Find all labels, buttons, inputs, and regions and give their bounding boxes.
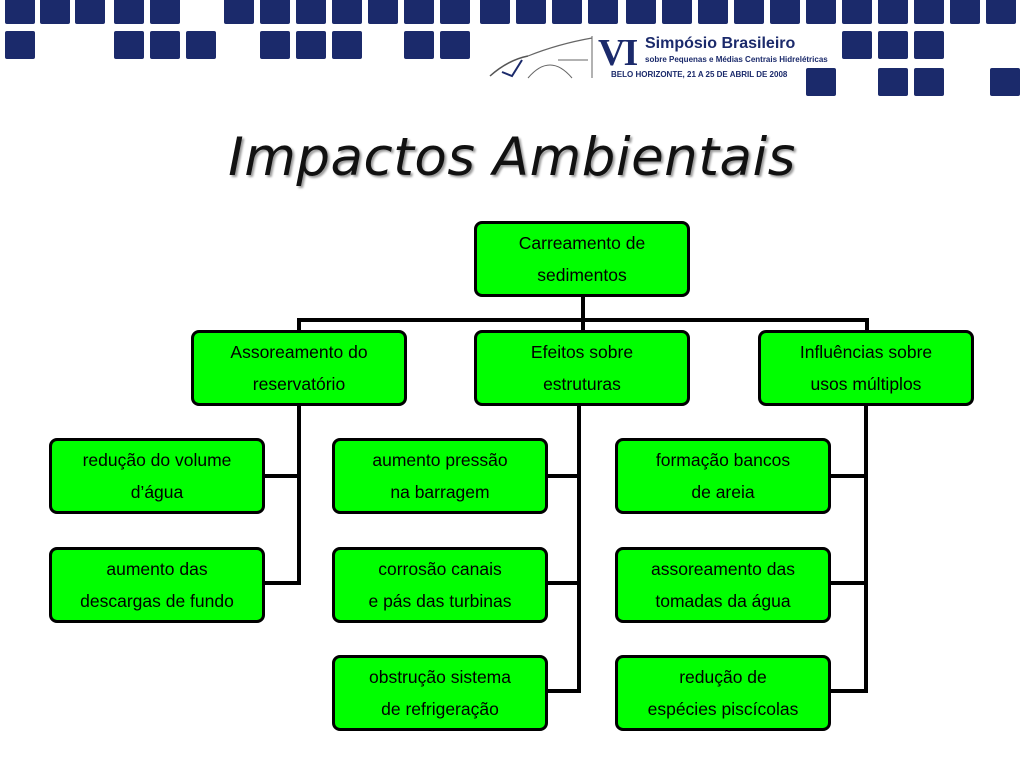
node-label-line: reservatório (252, 374, 346, 394)
decor-square (626, 0, 656, 24)
node-label-line: Assoreamento do (230, 342, 368, 362)
decor-square (40, 0, 70, 24)
node-label-line: tomadas da água (655, 591, 791, 611)
decor-square (440, 31, 470, 59)
node-root: Carreamento de sedimentos (474, 221, 690, 297)
node-label-line: descargas de fundo (80, 591, 234, 611)
node-label-line: Influências sobre (799, 342, 933, 362)
node-branch-efeitos: Efeitos sobre estruturas (474, 330, 690, 406)
node-branch-assoreamento: Assoreamento do reservatório (191, 330, 407, 406)
node-label-line: e pás das turbinas (368, 591, 512, 611)
event-logo: VI Simpósio Brasileiro sobre Pequenas e … (488, 30, 828, 82)
decor-square (332, 31, 362, 59)
header-decoration (0, 0, 1024, 110)
decor-square (842, 31, 872, 59)
decor-square (186, 31, 216, 59)
node-label-line: obstrução sistema (368, 667, 511, 687)
decor-square (588, 0, 618, 24)
node-label-line: aumento pressão (372, 450, 508, 470)
decor-square (770, 0, 800, 24)
decor-square (806, 0, 836, 24)
node-label-line: usos múltiplos (810, 374, 922, 394)
logo-roman-numeral: VI (598, 32, 638, 74)
decor-square (224, 0, 254, 24)
logo-subtitle: sobre Pequenas e Médias Centrais Hidrelé… (645, 55, 828, 64)
decor-square (5, 0, 35, 24)
node-label-line: redução do volume (82, 450, 232, 470)
decor-square (260, 31, 290, 59)
decor-square (516, 0, 546, 24)
node-leaf-obstrucao: obstrução sistema de refrigeração (332, 655, 548, 731)
decor-square (150, 0, 180, 24)
node-leaf-aumento-pressao: aumento pressão na barragem (332, 438, 548, 514)
decor-square (914, 68, 944, 96)
node-label-line: estruturas (543, 374, 621, 394)
logo-title: Simpósio Brasileiro (645, 35, 796, 52)
node-branch-influencias: Influências sobre usos múltiplos (758, 330, 974, 406)
decor-square (986, 0, 1016, 24)
node-label-line: na barragem (390, 482, 490, 502)
decor-square (990, 68, 1020, 96)
decor-square (5, 31, 35, 59)
decor-square (114, 31, 144, 59)
node-label-line: aumento das (106, 559, 208, 579)
decor-square (552, 0, 582, 24)
decor-square (296, 0, 326, 24)
decor-square (480, 0, 510, 24)
node-leaf-assoreamento-tomadas: assoreamento das tomadas da água (615, 547, 831, 623)
node-label-line: formação bancos (655, 450, 791, 470)
decor-square (368, 0, 398, 24)
node-leaf-reducao-especies: redução de espécies piscícolas (615, 655, 831, 731)
node-leaf-aumento-descargas: aumento das descargas de fundo (49, 547, 265, 623)
decor-square (842, 0, 872, 24)
node-label-line: corrosão canais (378, 559, 502, 579)
node-label-line: espécies piscícolas (647, 699, 799, 719)
node-label-line: de areia (691, 482, 755, 502)
decor-square (878, 68, 908, 96)
decor-square (440, 0, 470, 24)
decor-square (662, 0, 692, 24)
node-label-line: Carreamento de (518, 233, 646, 253)
node-label-line: de refrigeração (381, 699, 499, 719)
node-leaf-bancos-areia: formação bancos de areia (615, 438, 831, 514)
logo-location-date: BELO HORIZONTE, 21 A 25 DE ABRIL DE 2008 (611, 70, 788, 79)
decor-square (734, 0, 764, 24)
decor-square (878, 31, 908, 59)
decor-square (260, 0, 290, 24)
logo-swoosh-graphic (489, 36, 593, 79)
decor-square (914, 31, 944, 59)
decor-square (698, 0, 728, 24)
decor-square (296, 31, 326, 59)
decor-square (332, 0, 362, 24)
decor-square (806, 68, 836, 96)
node-leaf-corrosao: corrosão canais e pás das turbinas (332, 547, 548, 623)
decor-square (950, 0, 980, 24)
page-title: Impactos Ambientais (228, 127, 796, 188)
node-label-line: d’água (130, 482, 184, 502)
decor-square (914, 0, 944, 24)
node-label-line: assoreamento das (651, 559, 795, 579)
decor-square (404, 31, 434, 59)
node-label-line: redução de (679, 667, 767, 687)
node-label-line: Efeitos sobre (530, 342, 634, 362)
decor-square (150, 31, 180, 59)
decor-square (404, 0, 434, 24)
node-leaf-reducao-volume: redução do volume d’água (49, 438, 265, 514)
decor-square (75, 0, 105, 24)
decor-square (878, 0, 908, 24)
node-label-line: sedimentos (537, 265, 627, 285)
decor-square (114, 0, 144, 24)
